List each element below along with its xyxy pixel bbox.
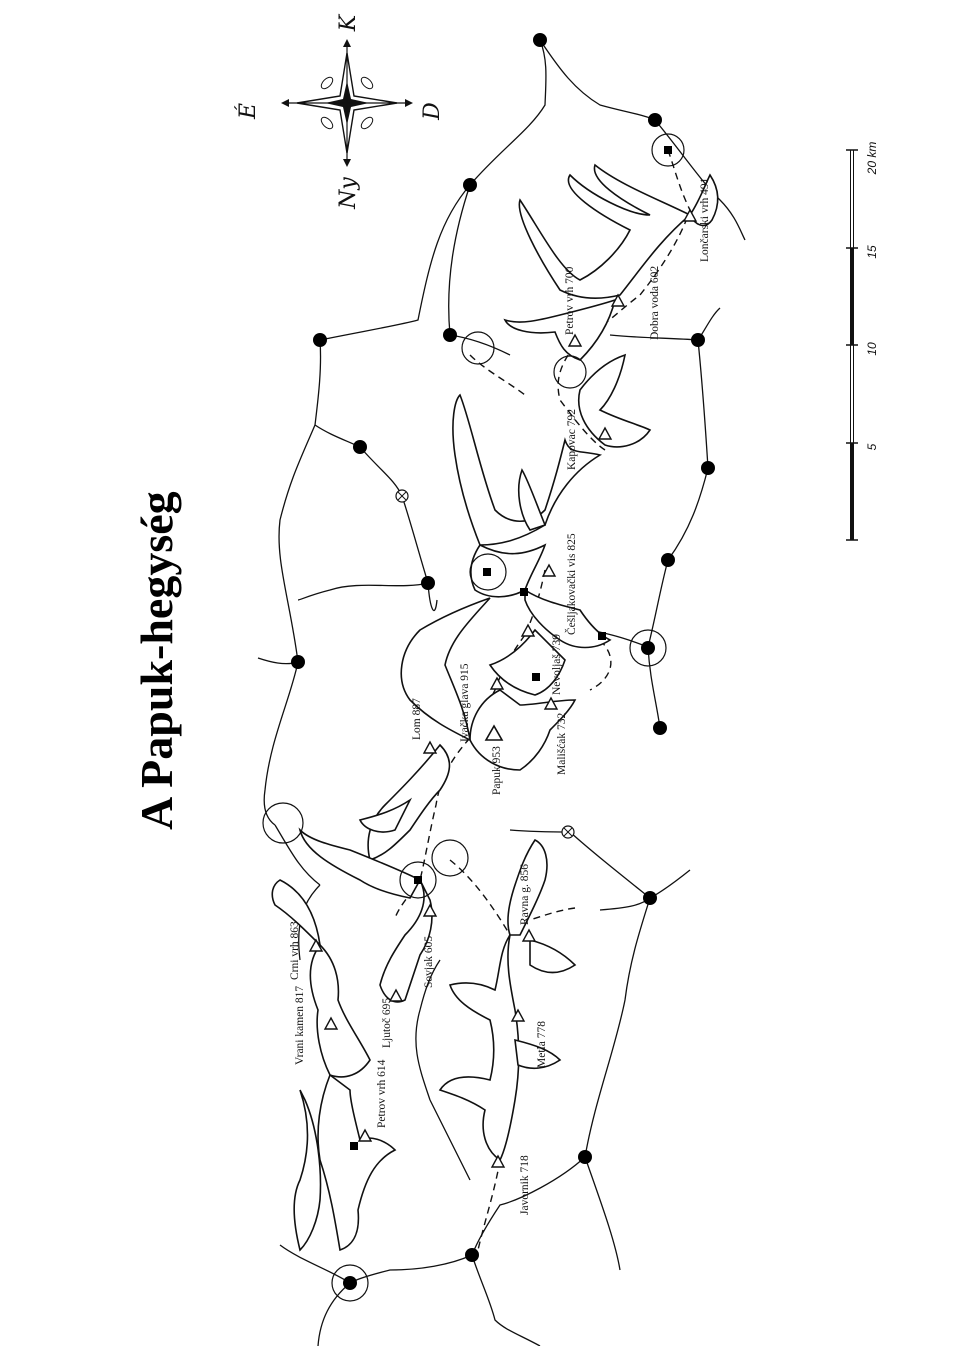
junction-circles <box>262 133 685 1302</box>
ruin-icon <box>395 489 409 503</box>
ruin-icons <box>395 489 575 839</box>
peak-label: Petrov vrh 614 <box>376 1059 388 1128</box>
hut-icon <box>483 568 491 576</box>
peak-label: Lom 887 <box>411 698 423 740</box>
peak-label: Češljakovački vis 825 <box>564 533 578 635</box>
hut-icon <box>350 1142 358 1150</box>
peak-label: Ravna g. 856 <box>519 864 531 925</box>
peak-label: Javornik 718 <box>519 1155 531 1215</box>
compass-star-icon <box>281 39 413 167</box>
hut-icon <box>532 673 540 681</box>
scale-label-20km: 20 km <box>865 142 879 176</box>
compass-label-k: K <box>336 13 361 32</box>
compass-label-d: D <box>420 102 445 121</box>
hut-icons <box>350 146 672 1150</box>
hut-icon <box>520 588 528 596</box>
peak-label: Nevoljaš 739 <box>551 634 563 695</box>
map-title: A Papuk-hegység <box>131 491 182 830</box>
hut-icon <box>598 632 606 640</box>
peak-triangles <box>308 208 698 1168</box>
scale-tick-15: 15 <box>865 245 879 259</box>
peak-label: Sovjak 605 <box>423 936 435 988</box>
peak-label: Lončarski vrh 491 <box>699 177 711 262</box>
hut-icon <box>664 146 672 154</box>
peak-label: Petrov vrh 700 <box>564 266 576 335</box>
peak-label: Mališćak 732 <box>556 712 568 775</box>
peak-label: Vrani kamen 817 <box>294 986 306 1065</box>
ruin-icon <box>561 825 575 839</box>
peak-label: Papuk 953 <box>491 746 503 795</box>
peak-label: Dobra voda 602 <box>649 266 661 340</box>
mountain-ridges <box>271 163 719 1252</box>
compass-label-ny: Ny <box>336 177 361 210</box>
scale-bar: 20 km 15 10 5 <box>846 142 879 541</box>
compass-label-e: É <box>234 103 261 120</box>
peak-label: Ivačka glava 915 <box>459 663 471 742</box>
scale-tick-10: 10 <box>865 342 879 356</box>
peak-label: Ljutoč 695 <box>381 998 393 1048</box>
peak-label: Crni vrh 863 <box>289 921 301 980</box>
compass-rose: É K D Ny <box>234 13 445 210</box>
scale-tick-5: 5 <box>865 443 879 450</box>
settlements <box>291 33 715 1290</box>
peak-label: Metla 778 <box>536 1021 548 1068</box>
peak-label: Kapovac 792 <box>566 409 578 470</box>
hut-icon <box>414 876 422 884</box>
peak-labels: Lončarski vrh 491 Petrov vrh 700 Dobra v… <box>289 177 711 1215</box>
